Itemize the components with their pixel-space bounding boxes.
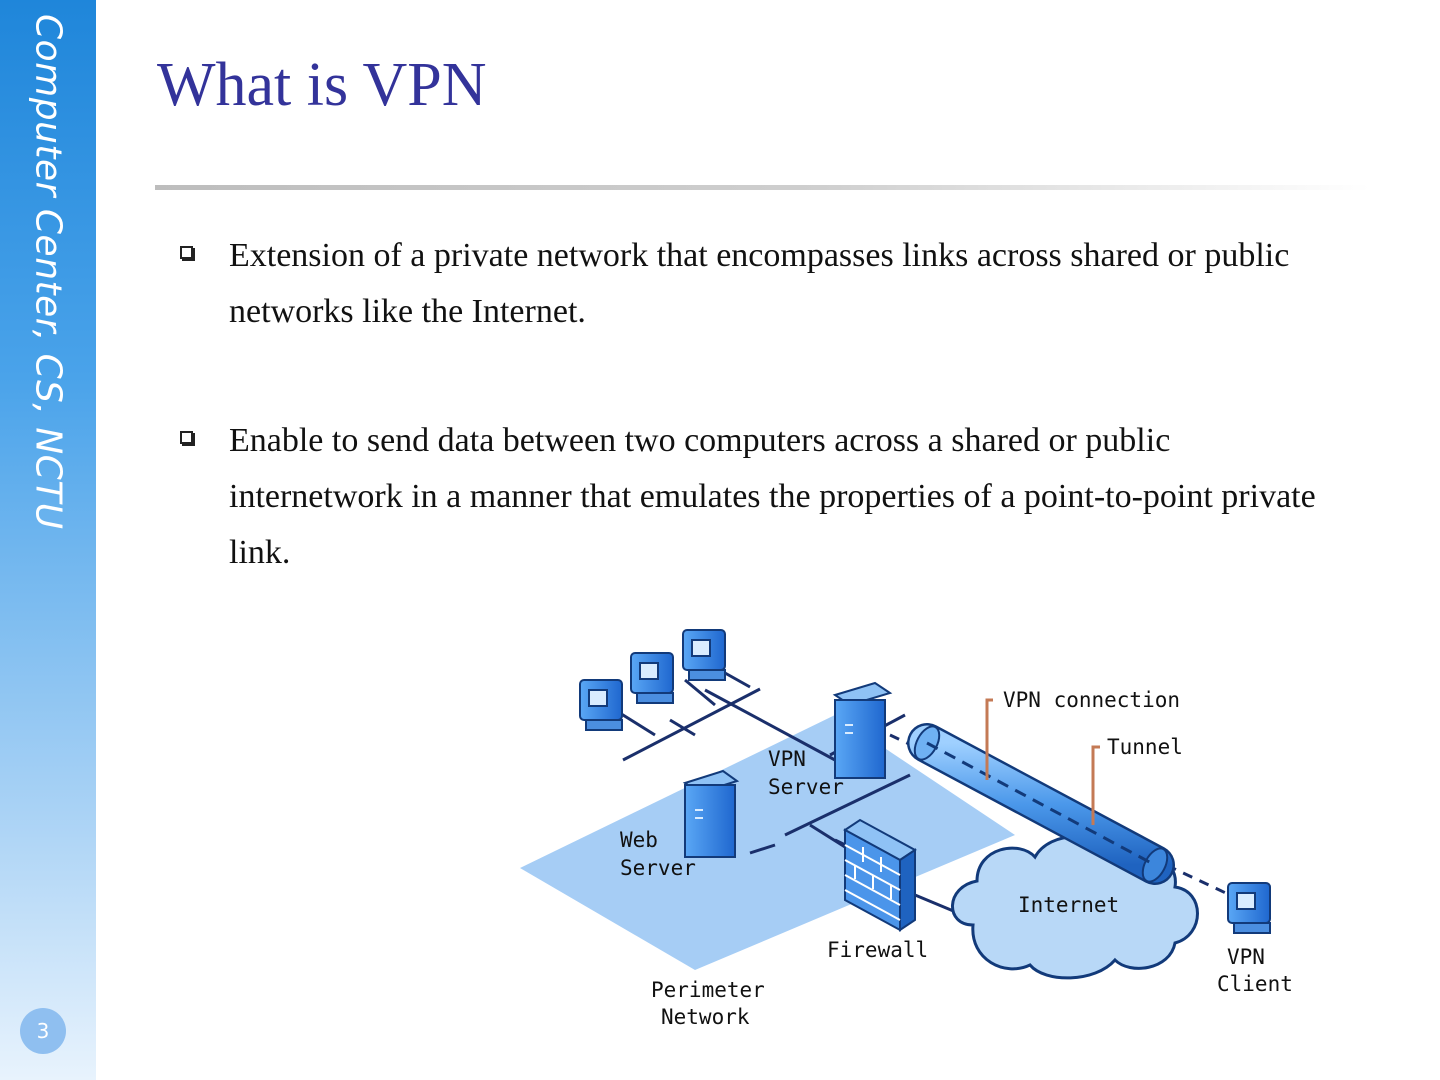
bullet-item: Extension of a private network that enco… <box>180 228 1340 340</box>
bullet-text: Enable to send data between two computer… <box>229 422 1316 571</box>
perimeter-network-label-line1: Perimeter <box>651 978 765 1002</box>
desktop-computer-icon <box>682 629 726 681</box>
internet-label: Internet <box>1018 893 1119 917</box>
desktop-computer-icon <box>579 679 623 731</box>
vpn-server-icon <box>832 681 893 779</box>
tunnel-tube <box>907 723 1175 885</box>
vpn-client-icon <box>1227 882 1271 934</box>
title-divider <box>155 185 1370 190</box>
bullet-text: Extension of a private network that enco… <box>229 237 1290 330</box>
desktop-computer-icon <box>630 652 674 704</box>
sidebar-organization-text: Computer Center, CS, NCTU <box>27 14 69 530</box>
web-server-label-line2: Server <box>620 856 696 880</box>
firewall-label: Firewall <box>827 938 928 962</box>
tunnel-label: Tunnel <box>1107 735 1183 759</box>
vpn-server-label-line2: Server <box>768 775 844 799</box>
vpn-client-label-line1: VPN <box>1227 945 1265 969</box>
perimeter-network-plane <box>520 715 1015 970</box>
vpn-server-label-line1: VPN <box>768 747 806 771</box>
firewall-icon <box>843 818 917 932</box>
vpn-network-diagram: VPN Server Web Server <box>520 629 1293 1029</box>
bullet-list: Extension of a private network that enco… <box>180 228 1340 654</box>
vpn-client-label-line2: Client <box>1217 972 1293 996</box>
page-number-badge: 3 <box>20 1008 66 1054</box>
web-server-icon <box>682 769 740 858</box>
bullet-item: Enable to send data between two computer… <box>180 413 1340 581</box>
vpn-connection-label: VPN connection <box>1003 688 1180 712</box>
sidebar-band: Computer Center, CS, NCTU <box>0 0 96 1080</box>
perimeter-network-label-line2: Network <box>661 1005 750 1029</box>
square-bullet-icon <box>180 246 193 259</box>
slide-title: What is VPN <box>157 51 487 119</box>
web-server-label-line1: Web <box>620 828 658 852</box>
callout-leader-lines <box>985 698 1100 825</box>
square-bullet-icon <box>180 431 193 444</box>
